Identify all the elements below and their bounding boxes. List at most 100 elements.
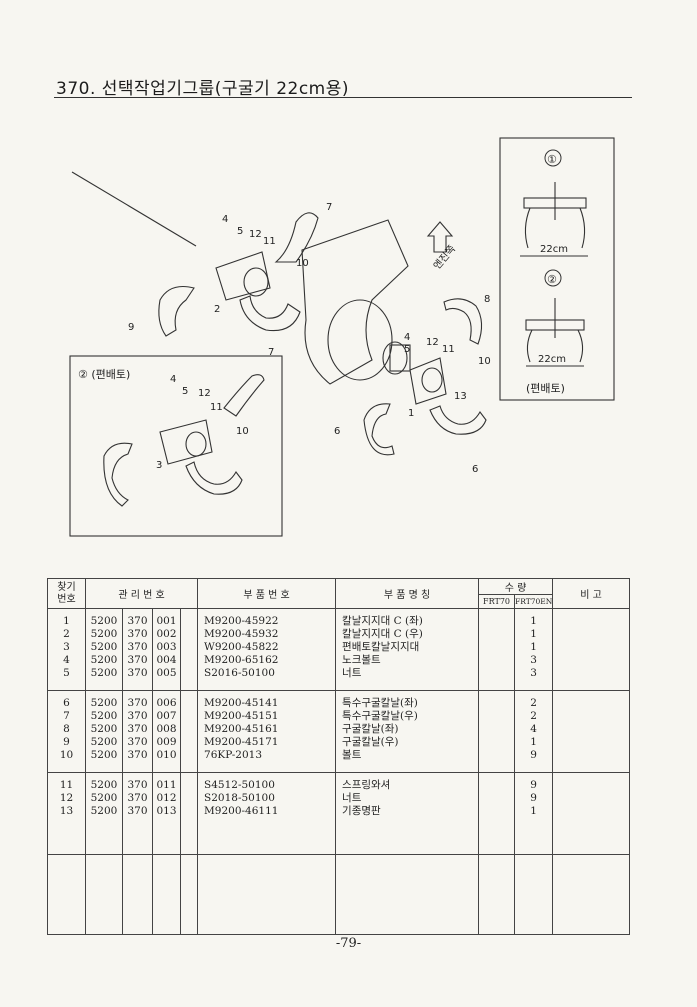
callout-right-12: 12: [426, 337, 439, 348]
cell-m3: 006: [156, 697, 177, 709]
inset-box: [69, 355, 283, 537]
cell-m2: 370: [127, 792, 148, 804]
cell-part_no: S2016-50100: [204, 667, 275, 679]
blade-7-top: [274, 212, 319, 263]
header-qty-a: FRT70: [478, 594, 516, 609]
cell-name: 특수구굴칼날(좌): [342, 697, 418, 709]
cell-m1: 5200: [90, 667, 118, 679]
inset-label: ② (편배토): [78, 368, 130, 381]
cell-m3: 004: [156, 654, 177, 666]
cell-m2: 370: [127, 805, 148, 817]
callout-inset-4: 4: [170, 374, 176, 385]
header-qty-b: FRT70EN: [514, 594, 554, 609]
side-caption: (편배토): [526, 382, 565, 395]
cell-m3: 007: [156, 710, 177, 722]
cell-qb: 2: [530, 697, 537, 709]
cell-name: 구굴칼날(우): [342, 736, 399, 748]
callout-right-8: 8: [484, 294, 490, 305]
cell-qa: [479, 628, 514, 641]
cell-no: 12: [59, 792, 74, 804]
callout-inset-10: 10: [236, 426, 249, 437]
cell-name: 구굴칼날(좌): [342, 723, 399, 735]
cell-m2: 370: [127, 723, 148, 735]
side-view-2: [525, 298, 585, 367]
cell-name: 스프링와셔: [342, 779, 391, 791]
cell-name: 볼트: [342, 749, 362, 761]
callout-main-11: 11: [263, 236, 276, 247]
cell-m3: 009: [156, 736, 177, 748]
callout-main-9: 9: [128, 322, 134, 333]
header-no: 찾기 번호: [47, 578, 86, 609]
cell-m3: 012: [156, 792, 177, 804]
header-remark: 비 고: [552, 578, 631, 609]
title-underline: [54, 97, 632, 98]
callout-inset-11: 11: [210, 402, 223, 413]
cell-m2: 370: [127, 779, 148, 791]
cell-m3: 002: [156, 628, 177, 640]
cell-qb: 4: [530, 723, 537, 735]
parts-table: 찾기 번호 관 리 번 호 부 품 번 호 부 품 명 칭 수 량 비 고 FR…: [47, 578, 631, 935]
cell-m3: 003: [156, 641, 177, 653]
leader-line: [71, 171, 197, 247]
cell-m1: 5200: [90, 697, 118, 709]
header-qty: 수 량: [478, 578, 554, 595]
cell-m1: 5200: [90, 749, 118, 761]
header-part-no: 부 품 번 호: [197, 578, 337, 609]
side-dim-1: 22cm: [540, 244, 568, 255]
cell-m2: 370: [127, 615, 148, 627]
cell-part_no: M9200-45171: [204, 736, 279, 748]
callout-right-6a: 6: [334, 426, 340, 437]
cell-qb: 1: [530, 641, 537, 653]
cell-no: 3: [63, 641, 70, 653]
cell-part_no: S2018-50100: [204, 792, 275, 804]
cell-part_no: S4512-50100: [204, 779, 275, 791]
cell-qa: [479, 641, 514, 654]
cell-no: 8: [63, 723, 70, 735]
callout-right-10: 10: [478, 356, 491, 367]
page-title: 370. 선택작업기그룹(구굴기 22cm용): [56, 79, 350, 99]
table-row-group: [47, 854, 631, 935]
cell-qa: [479, 667, 514, 680]
callout-inset-5: 5: [182, 386, 188, 397]
cell-name: 너트: [342, 667, 362, 679]
cell-m1: 5200: [90, 710, 118, 722]
cell-m1: 5200: [90, 654, 118, 666]
inset-blade-top: [223, 374, 265, 417]
cell-qb: 3: [530, 654, 537, 666]
callout-main-7a: 7: [326, 202, 332, 213]
cell-no: 5: [63, 667, 70, 679]
cell-name: 노크볼트: [342, 654, 381, 666]
cell-part_no: M9200-45922: [204, 615, 279, 627]
cell-m2: 370: [127, 654, 148, 666]
cell-m1: 5200: [90, 736, 118, 748]
cell-no: 1: [63, 615, 70, 627]
cell-name: 기종명판: [342, 805, 381, 817]
cell-m1: 5200: [90, 779, 118, 791]
cell-no: 13: [59, 805, 74, 817]
cell-m2: 370: [127, 736, 148, 748]
cell-qb: 1: [530, 615, 537, 627]
cell-part_no: M9200-45141: [204, 697, 279, 709]
direction-arrow: [426, 221, 454, 253]
cell-qa: [479, 710, 514, 723]
side-box: [499, 137, 615, 401]
cell-part_no: M9200-65162: [204, 654, 279, 666]
side-marker-2: ②: [547, 273, 557, 286]
blade-8: [443, 298, 483, 345]
cell-m2: 370: [127, 641, 148, 653]
callout-right-5: 5: [404, 344, 410, 355]
callout-right-4: 4: [404, 332, 410, 343]
exploded-parts-diagram: ① ② 22cm 22cm (편배토) 엔진쪽 ② (편배토) 4 5 12 1…: [69, 137, 615, 537]
cell-m1: 5200: [90, 628, 118, 640]
hub-disc: [327, 299, 393, 381]
cell-qb: 9: [530, 779, 537, 791]
cell-name: 특수구굴칼날(우): [342, 710, 418, 722]
side-dim-2: 22cm: [538, 354, 566, 365]
callout-right-11: 11: [442, 344, 455, 355]
cell-m1: 5200: [90, 723, 118, 735]
shaft-housing: [301, 219, 409, 385]
cell-qa: [479, 615, 514, 628]
cell-qb: 9: [530, 749, 537, 761]
cell-m2: 370: [127, 667, 148, 679]
cell-m3: 008: [156, 723, 177, 735]
